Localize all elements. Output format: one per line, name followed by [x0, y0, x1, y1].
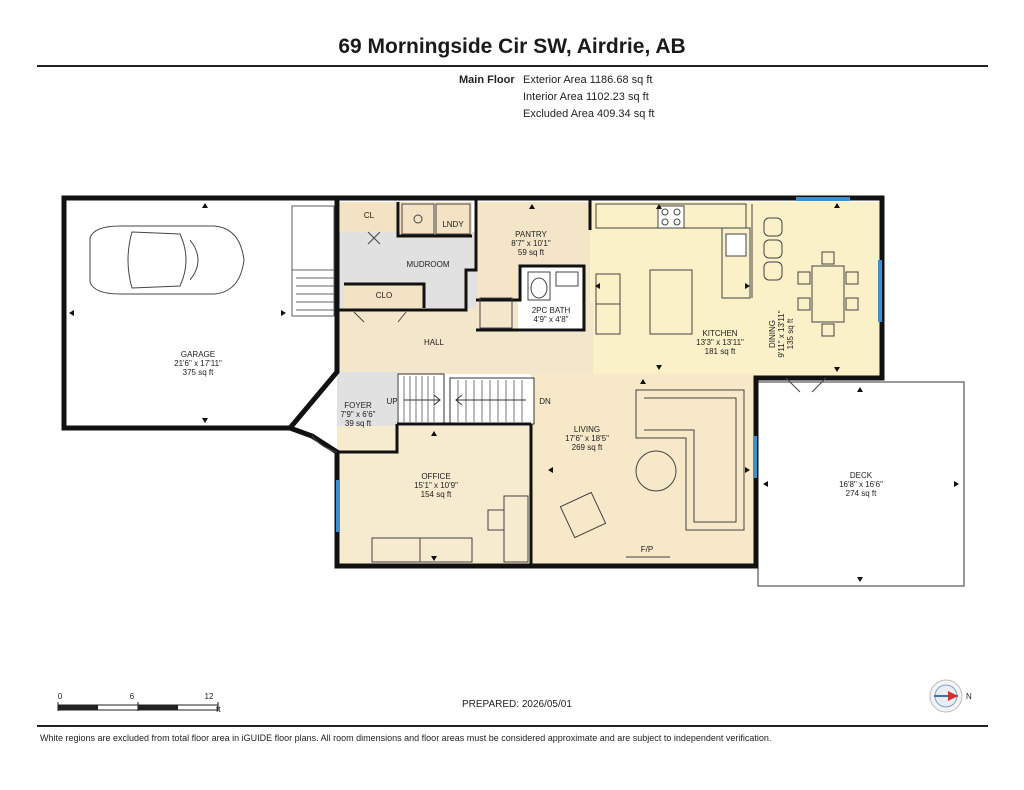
foyer-dims: 7'9" x 6'6" — [341, 410, 376, 419]
deck-name: DECK — [850, 471, 873, 480]
dining-area: 135 sq ft — [786, 318, 795, 349]
office-area: 154 sq ft — [421, 490, 452, 499]
footer-divider — [37, 725, 988, 727]
scale-tick-6: 6 — [130, 692, 135, 701]
clo-fill — [344, 284, 424, 308]
pantry-name: PANTRY — [515, 230, 547, 239]
bath-name: 2PC BATH — [532, 306, 571, 315]
office-fill — [337, 426, 531, 564]
compass-icon: N — [929, 679, 972, 713]
living-name: LIVING — [574, 425, 600, 434]
garage-area: 375 sq ft — [183, 368, 214, 377]
garage-name: GARAGE — [181, 350, 215, 359]
area-values: Exterior Area 1186.68 sq ft Interior Are… — [523, 72, 654, 123]
kitchen-fixtures — [595, 203, 783, 335]
office-name: OFFICE — [421, 472, 450, 481]
kitchen-dims: 13'3" x 13'11" — [696, 338, 744, 347]
cl-fill — [340, 202, 398, 232]
doors — [311, 231, 827, 453]
deck-dims: 16'8" x 16'6" — [839, 480, 883, 489]
kitchen-name: KITCHEN — [702, 329, 737, 338]
excluded-area: Excluded Area 409.34 sq ft — [523, 108, 655, 120]
hall-name: HALL — [424, 338, 445, 347]
interior-area: Interior Area 1102.23 sq ft — [523, 91, 649, 103]
deck-area: 274 sq ft — [846, 489, 877, 498]
dining-name: DINING — [768, 320, 777, 348]
garage-car — [89, 225, 245, 295]
living-area: 269 sq ft — [572, 443, 603, 452]
prepared-date: PREPARED: 2026/05/01 — [462, 699, 572, 710]
dimension-arrows — [69, 203, 959, 582]
cl-name: CL — [364, 211, 375, 220]
kitchen-fill — [590, 202, 880, 376]
office-furniture — [371, 495, 529, 563]
laundry-fixtures — [401, 203, 579, 329]
office-dims: 15'1" x 10'9" — [414, 481, 458, 490]
exterior-area: Exterior Area 1186.68 sq ft — [523, 74, 653, 86]
living-dims: 17'6" x 18'5" — [565, 434, 609, 443]
fireplace-label: F/P — [641, 545, 653, 554]
scale-tick-12: 12 — [205, 692, 214, 701]
scale-unit: ft — [216, 705, 221, 714]
foyer-name: FOYER — [344, 401, 372, 410]
stairs-down-label: DN — [539, 397, 551, 406]
address-title: 69 Morningside Cir SW, Airdrie, AB — [338, 35, 686, 58]
disclaimer: White regions are excluded from total fl… — [40, 733, 772, 743]
room-fills — [337, 202, 880, 564]
living-fill — [531, 374, 755, 564]
windows — [336, 197, 882, 532]
pantry-area: 59 sq ft — [518, 248, 545, 257]
north-label: N — [966, 692, 972, 701]
floor-label: Main Floor — [459, 74, 515, 86]
header-divider — [37, 65, 988, 67]
scale-tick-0: 0 — [58, 692, 63, 701]
scale-bar: 0 6 12 ft — [57, 692, 221, 714]
living-furniture — [559, 389, 745, 558]
foyer-area: 39 sq ft — [345, 419, 372, 428]
stairs — [291, 205, 535, 425]
clo-name: CLO — [376, 291, 392, 300]
pantry-dims: 8'7" x 10'1" — [511, 239, 551, 248]
room-labels: GARAGE 21'6" x 17'11" 375 sq ft CL LNDY … — [174, 211, 883, 554]
mudroom-name: MUDROOM — [406, 260, 449, 269]
garage-dims: 21'6" x 17'11" — [174, 359, 222, 368]
kitchen-area: 181 sq ft — [705, 347, 736, 356]
dining-set — [797, 251, 859, 337]
lndy-name: LNDY — [442, 220, 464, 229]
bath-dims: 4'9" x 4'8" — [534, 315, 569, 324]
stairs-up-label: UP — [386, 397, 397, 406]
dining-dims: 9'11" x 13'11" — [777, 310, 786, 357]
